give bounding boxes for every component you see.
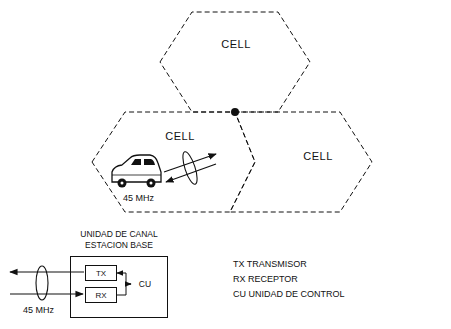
car-icon <box>112 155 161 188</box>
signal-connector <box>117 284 131 295</box>
receiver-box: RX <box>85 287 117 303</box>
unit-label: CU <box>139 279 151 289</box>
connector-layer <box>117 273 131 295</box>
hexagon-outline <box>92 112 255 212</box>
cell-hexagon: CELL <box>160 12 310 112</box>
frequency-label: 45 MHz <box>22 305 55 315</box>
hexagon-outline <box>160 12 310 112</box>
legend-note: TX TRANSMISOR <box>232 259 308 269</box>
cell-hexagon: CELL <box>92 112 255 212</box>
cell-label: CELL <box>221 38 251 50</box>
cell-label: CELL <box>165 130 195 142</box>
cell-hexagon: CELL <box>230 112 372 212</box>
legend-note: RX RECEPTOR <box>232 274 299 284</box>
hexagon-outline <box>230 112 372 212</box>
legend-note: CU UNIDAD DE CONTROL <box>232 289 346 299</box>
signal-connector <box>117 273 131 284</box>
cell-label: CELL <box>303 150 333 162</box>
frequency-label: 45 MHz <box>122 193 155 203</box>
radio-link <box>10 266 84 300</box>
base-station-box: UNIDAD DE CANAL ESTACION BASETXRXCU <box>70 256 168 318</box>
unit-label: TX <box>96 269 106 278</box>
hexagon-outline <box>92 112 255 212</box>
unit-heading: UNIDAD DE CANAL ESTACION BASE <box>63 229 175 251</box>
transmitter-box: TX <box>85 265 117 281</box>
control-unit: CU <box>131 276 159 292</box>
hexagon-outline <box>230 112 372 212</box>
hexagon-outline <box>160 12 310 112</box>
unit-label: RX <box>95 291 106 300</box>
radio-link <box>164 150 216 185</box>
